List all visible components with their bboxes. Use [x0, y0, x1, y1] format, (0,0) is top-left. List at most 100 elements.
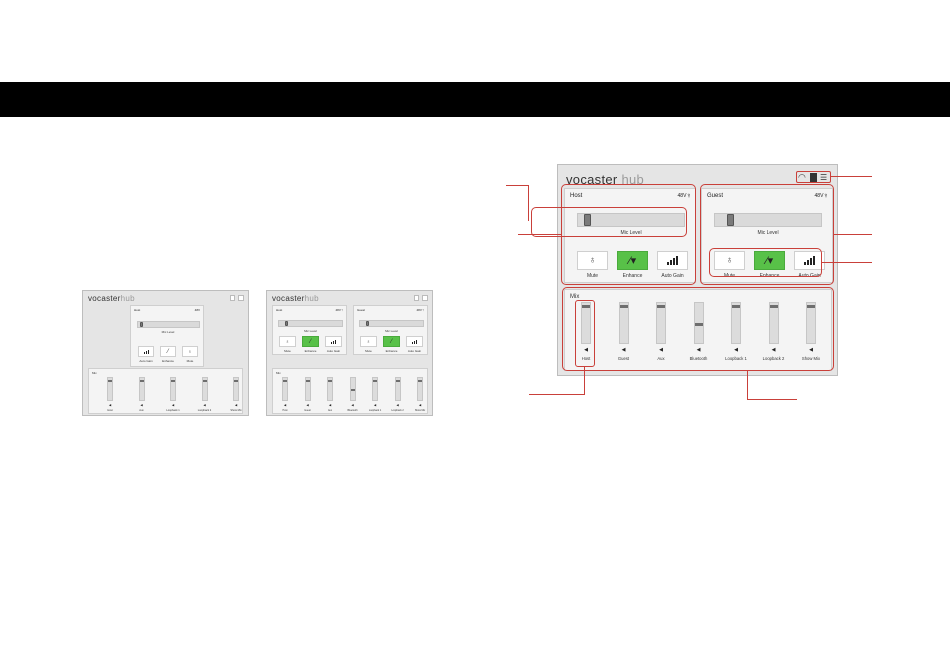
auto-gain-button[interactable] — [138, 346, 154, 357]
mix-fader[interactable] — [656, 302, 666, 344]
enhance-button[interactable]: ⁄ — [383, 336, 400, 347]
enhance-button[interactable]: ⁄ — [302, 336, 319, 347]
wand-icon: ⁄▾ — [765, 255, 774, 267]
app-window-one-channel: vocasterhub Host 48V Mic Level ⁄ ♁ Auto … — [82, 290, 249, 416]
device-icon[interactable] — [230, 295, 235, 301]
mix-fader[interactable] — [768, 302, 779, 344]
device-icon[interactable] — [810, 173, 817, 182]
auto-gain-button[interactable] — [406, 336, 423, 347]
mix-fader[interactable] — [349, 377, 356, 401]
mix-fader-thumb[interactable] — [418, 380, 422, 382]
device-icon[interactable] — [414, 295, 419, 301]
channel-tags: 48V ⫯ — [814, 193, 827, 199]
enhance-button[interactable]: ⁄▾ — [617, 251, 648, 270]
list-icon[interactable] — [238, 295, 244, 301]
mix-fader-thumb[interactable] — [171, 380, 175, 382]
auto-gain-button[interactable] — [657, 251, 688, 270]
mic-level-thumb[interactable] — [285, 321, 288, 326]
list-icon[interactable] — [422, 295, 428, 301]
mute-button[interactable]: ♁ — [360, 336, 377, 347]
mix-fader[interactable] — [282, 377, 288, 401]
mic-level-thumb[interactable] — [584, 214, 591, 226]
mute-button[interactable]: ♁ — [182, 346, 198, 357]
mic-mute-icon: ♁ — [588, 255, 597, 266]
mix-fader[interactable] — [618, 302, 629, 344]
speaker-icon[interactable]: ◀ — [306, 403, 309, 407]
mix-fader[interactable] — [806, 302, 816, 344]
mix-fader[interactable] — [304, 377, 311, 401]
mix-fader-thumb[interactable] — [234, 380, 238, 382]
mute-button[interactable]: ♁ — [577, 251, 608, 270]
mix-fader-thumb[interactable] — [807, 305, 815, 308]
mic-level-slider[interactable] — [278, 320, 343, 327]
mix-fader-thumb[interactable] — [657, 305, 665, 308]
speaker-icon[interactable]: ◀ — [659, 347, 663, 353]
auto-gain-button[interactable] — [325, 336, 342, 347]
speaker-icon[interactable]: ◀ — [396, 403, 399, 407]
speaker-icon[interactable]: ◀ — [234, 403, 238, 407]
mix-fader-thumb[interactable] — [395, 380, 400, 382]
mix-fader-thumb[interactable] — [202, 380, 207, 382]
mute-button[interactable]: ♁ — [279, 336, 296, 347]
speaker-icon[interactable]: ◀ — [621, 347, 626, 353]
mic-level-thumb[interactable] — [140, 322, 143, 327]
annotation-header-icons-box — [796, 171, 831, 183]
speaker-icon[interactable]: ◀ — [696, 347, 701, 353]
speaker-icon[interactable]: ◀ — [328, 403, 332, 407]
mix-fader[interactable] — [327, 377, 333, 401]
headphones-icon[interactable]: ◠ — [798, 172, 806, 182]
mix-fader-thumb[interactable] — [582, 305, 590, 308]
mix-fader[interactable] — [693, 302, 704, 344]
wand-icon: ⁄ — [390, 338, 392, 345]
mic-level-slider[interactable] — [359, 320, 424, 327]
speaker-icon[interactable]: ◀ — [418, 403, 422, 407]
mix-fader-thumb[interactable] — [305, 380, 310, 382]
mix-fader-thumb[interactable] — [732, 305, 740, 308]
mix-fader-thumb[interactable] — [283, 380, 287, 382]
speaker-icon[interactable]: ◀ — [373, 403, 377, 407]
mix-fader[interactable] — [372, 377, 378, 401]
mix-fader[interactable] — [107, 377, 113, 401]
mic-level-slider[interactable] — [577, 213, 685, 227]
speaker-icon[interactable]: ◀ — [351, 403, 354, 407]
mix-fader[interactable] — [233, 377, 239, 401]
mix-fader-thumb[interactable] — [769, 305, 778, 308]
mic-level-thumb[interactable] — [366, 321, 369, 326]
auto-gain-button[interactable] — [794, 251, 825, 270]
mix-fader-thumb[interactable] — [619, 305, 628, 308]
mic-level-thumb[interactable] — [727, 214, 734, 226]
mix-fader[interactable] — [138, 377, 145, 401]
mix-fader[interactable] — [417, 377, 423, 401]
speaker-icon[interactable]: ◀ — [203, 403, 206, 407]
mix-fader-thumb[interactable] — [328, 380, 332, 382]
speaker-icon[interactable]: ◀ — [140, 403, 143, 407]
speaker-icon[interactable]: ◀ — [108, 403, 112, 407]
channel-name: Guest — [357, 308, 366, 312]
mix-fader-thumb[interactable] — [694, 323, 703, 326]
mic-level-slider[interactable] — [714, 213, 822, 227]
mix-fader[interactable] — [201, 377, 208, 401]
mix-fader[interactable] — [731, 302, 741, 344]
mix-fader-thumb[interactable] — [139, 380, 144, 382]
mix-fader[interactable] — [170, 377, 176, 401]
speaker-icon[interactable]: ◀ — [584, 347, 588, 353]
speaker-icon[interactable]: ◀ — [734, 347, 738, 353]
top-black-banner — [0, 82, 950, 117]
list-icon[interactable]: ☰ — [820, 173, 828, 182]
enhance-button[interactable]: ⁄ — [160, 346, 176, 357]
mix-channel-label: Loopback 1 — [368, 409, 382, 412]
mix-fader-thumb[interactable] — [350, 389, 355, 391]
mix-fader-thumb[interactable] — [373, 380, 377, 382]
speaker-icon[interactable]: ◀ — [809, 347, 813, 353]
speaker-icon[interactable]: ◀ — [171, 403, 175, 407]
mix-fader[interactable] — [581, 302, 591, 344]
enhance-label: Enhance — [622, 273, 643, 279]
mic-level-slider[interactable] — [137, 321, 200, 328]
mute-button[interactable]: ♁ — [714, 251, 745, 270]
mix-fader-thumb[interactable] — [108, 380, 112, 382]
speaker-icon[interactable]: ◀ — [283, 403, 287, 407]
callout-line — [528, 185, 529, 221]
enhance-button[interactable]: ⁄▾ — [754, 251, 785, 270]
speaker-icon[interactable]: ◀ — [771, 347, 776, 353]
mix-fader[interactable] — [394, 377, 401, 401]
